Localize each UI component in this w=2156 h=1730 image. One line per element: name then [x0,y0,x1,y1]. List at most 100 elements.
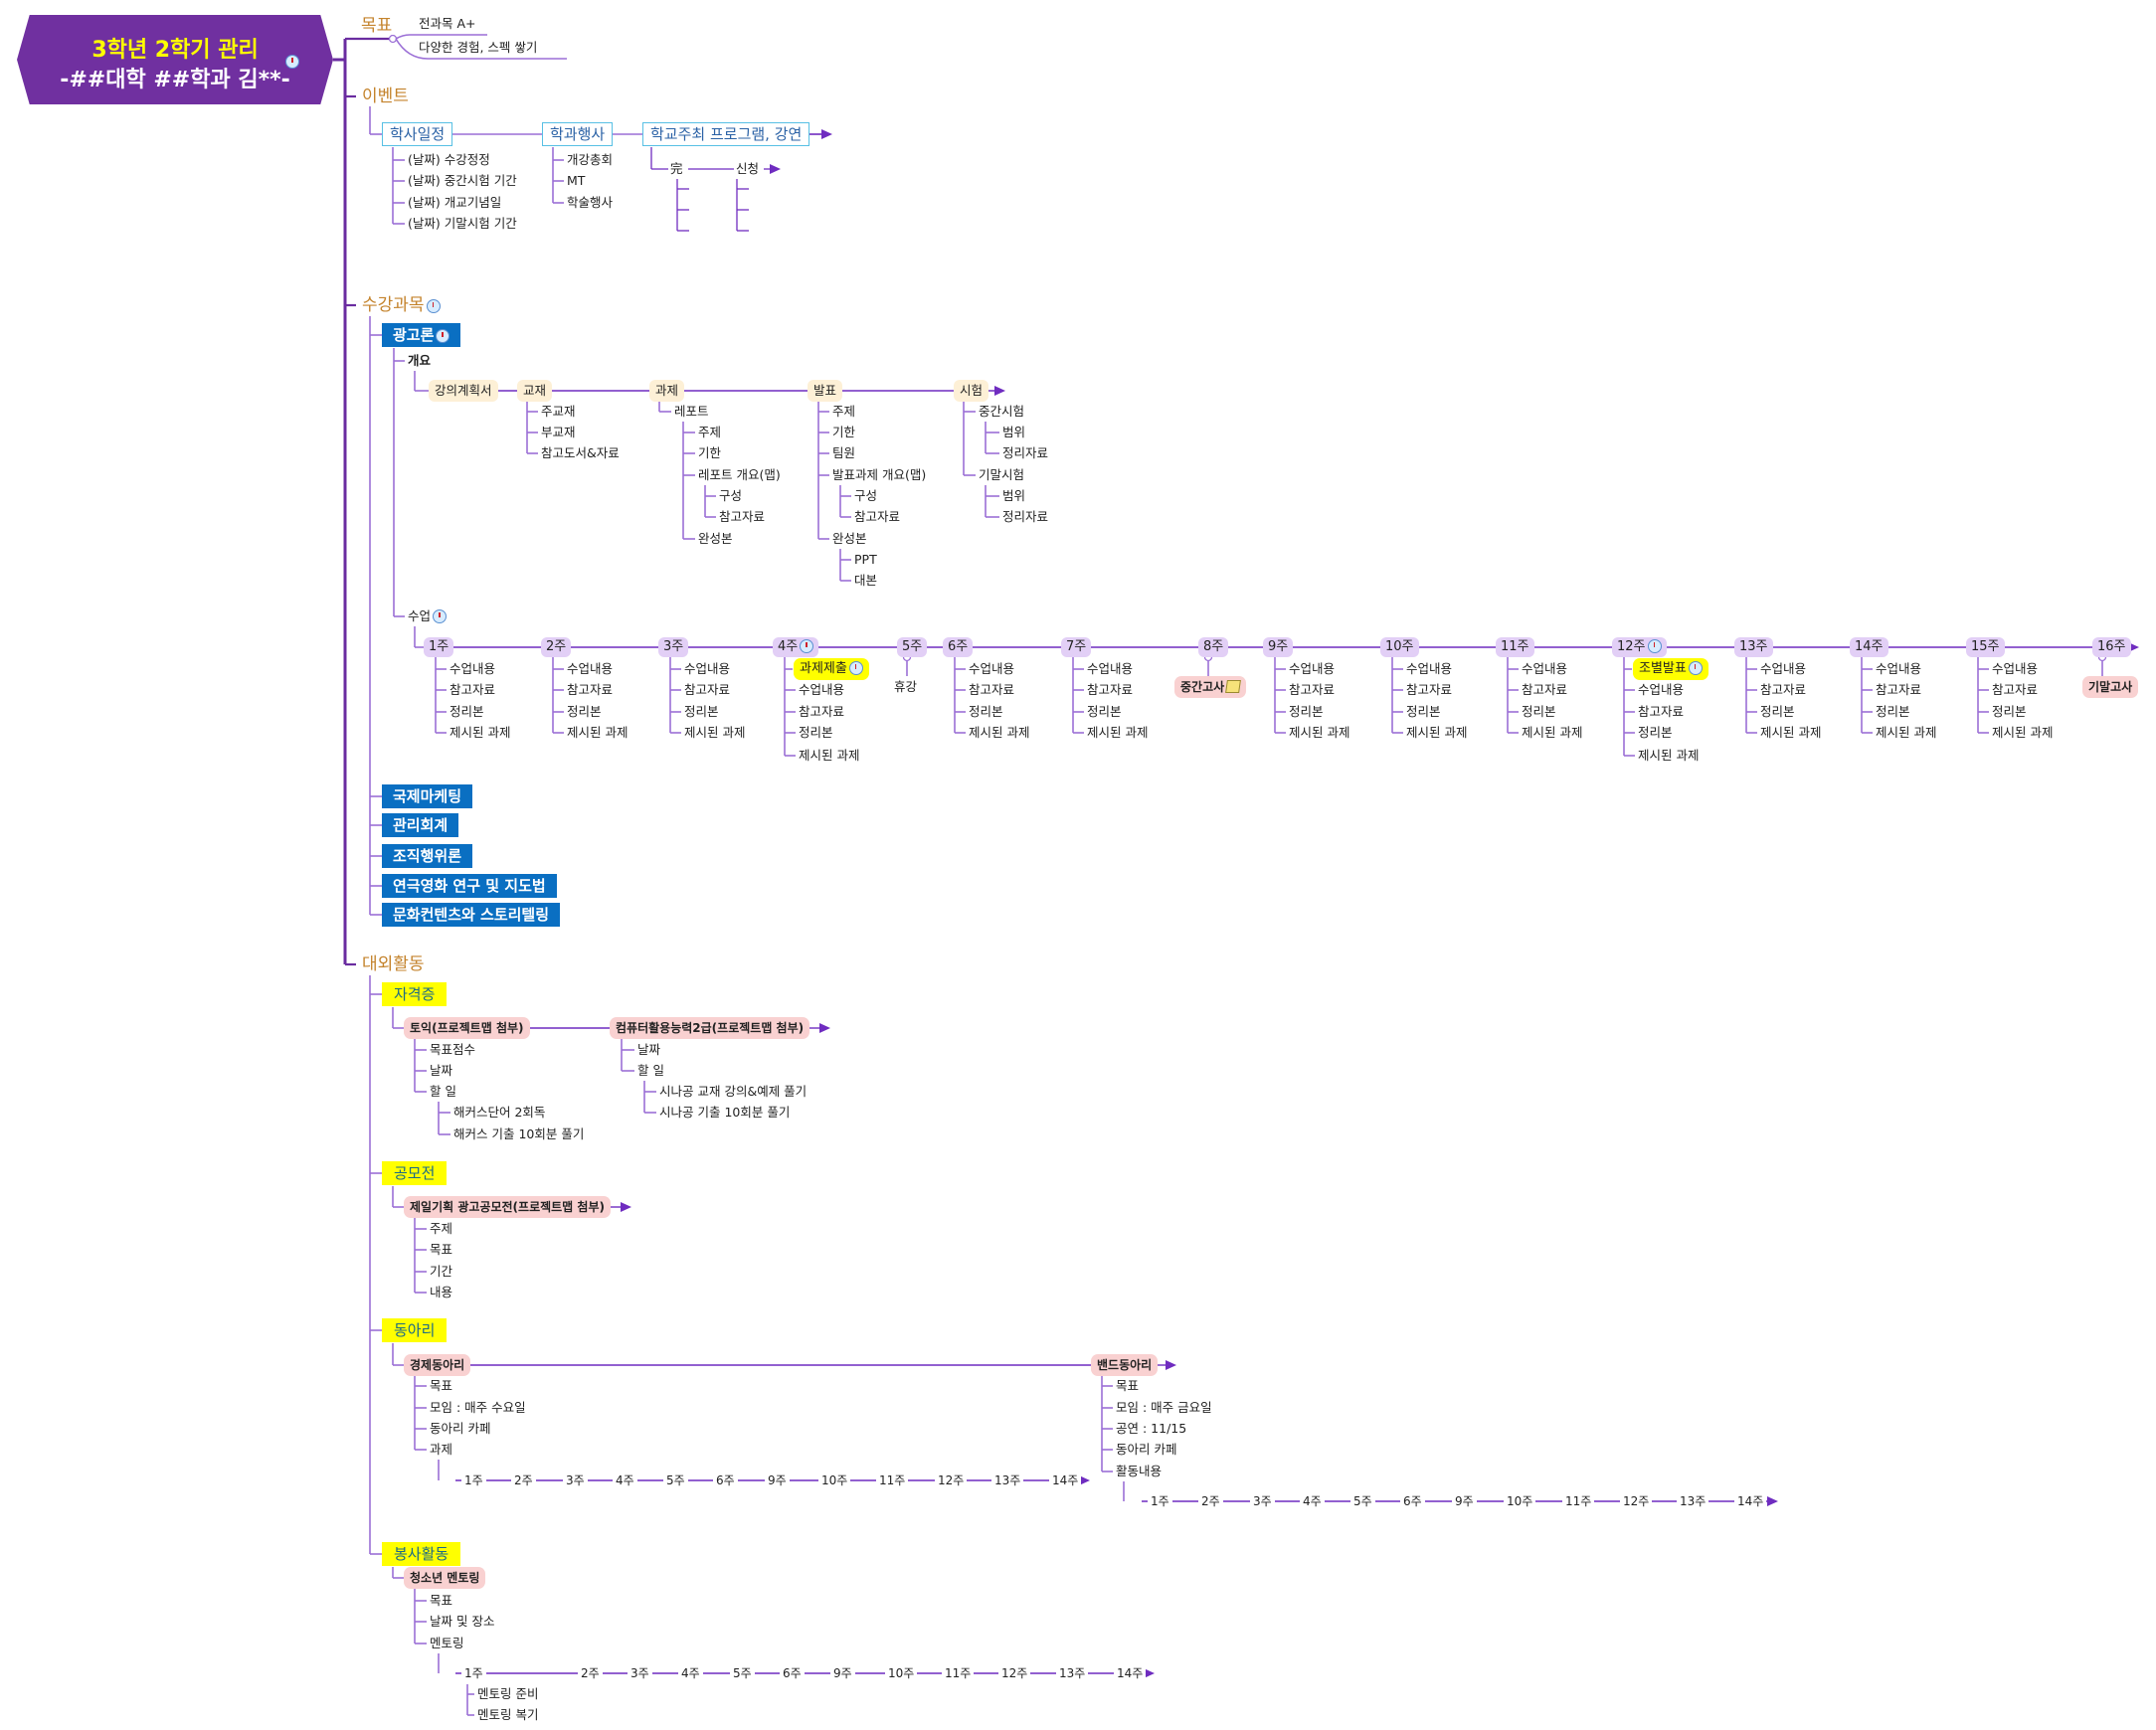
volunteer-node[interactable]: 봉사활동 [382,1542,461,1566]
econ-week[interactable]: 14주 [1049,1471,1082,1489]
mentoring-week[interactable]: 12주 [998,1664,1031,1682]
assignment-node[interactable]: 과제 [649,380,685,402]
goals-topic[interactable]: 목표 [359,17,395,35]
presentation-item[interactable]: 발표과제 개요(맵) [832,466,926,484]
week-item[interactable]: 제시된 과제 [684,724,745,742]
band-week[interactable]: 5주 [1350,1492,1375,1510]
week-item[interactable]: 참고자료 [1087,681,1133,699]
courses-topic[interactable]: 수강과목 [360,296,443,314]
textbook-item[interactable]: 참고도서&자료 [541,444,620,462]
report-node[interactable]: 레포트 [674,403,709,421]
week-node[interactable]: 8주 [1198,637,1229,657]
week5-note[interactable]: 휴강 [894,678,917,696]
report-item[interactable]: 완성본 [698,530,733,548]
itq-item[interactable]: 날짜 [637,1041,660,1059]
econ-week[interactable]: 1주 [461,1471,486,1489]
week-item[interactable]: 제시된 과제 [1760,724,1821,742]
week-node[interactable]: 12주 [1612,637,1667,657]
exam-node[interactable]: 시험 [954,380,989,402]
week-node[interactable]: 10주 [1380,637,1419,657]
course-item[interactable]: 관리회계 [382,813,459,837]
course-item[interactable]: 연극영화 연구 및 지도법 [382,874,557,898]
expand-arrow-icon[interactable] [819,1023,830,1033]
econ-week[interactable]: 12주 [935,1471,968,1489]
course-advertising[interactable]: 광고론 [382,323,461,347]
school-apply[interactable]: 신청 [736,160,759,178]
mentoring-week[interactable]: 14주 [1114,1664,1147,1682]
mentoring-week[interactable]: 13주 [1056,1664,1089,1682]
event-dept[interactable]: 학과행사 [542,122,614,146]
week-item[interactable]: 정리본 [969,703,1003,721]
week-item[interactable]: 정리본 [1992,703,2027,721]
presentation-final-item[interactable]: PPT [854,551,877,569]
expand-arrow-icon[interactable] [1079,1475,1090,1485]
week-item[interactable]: 제시된 과제 [1289,724,1349,742]
week-item[interactable]: 참고자료 [1760,681,1806,699]
week-node[interactable]: 5주 [897,637,928,657]
week-item[interactable]: 정리본 [799,724,833,742]
textbook-node[interactable]: 교재 [517,380,553,402]
week-item[interactable]: 정리본 [567,703,602,721]
week-node[interactable]: 7주 [1061,637,1092,657]
presentation-item[interactable]: 주제 [832,403,855,421]
week-item[interactable]: 수업내용 [1522,660,1567,678]
presentation-outline-item[interactable]: 구성 [854,487,877,505]
band-week[interactable]: 11주 [1562,1492,1595,1510]
mentoring-week[interactable]: 3주 [628,1664,652,1682]
econ-club-item[interactable]: 모임 : 매주 수요일 [430,1399,526,1417]
report-outline-item[interactable]: 구성 [719,487,742,505]
week-item[interactable]: 정리본 [1087,703,1122,721]
collapse-handle[interactable] [388,34,398,44]
week-item[interactable]: 수업내용 [449,660,495,678]
presentation-item[interactable]: 팀원 [832,444,855,462]
academic-item[interactable]: (날짜) 중간시험 기간 [408,172,517,190]
band-club-item[interactable]: 모임 : 매주 금요일 [1116,1399,1212,1417]
band-week[interactable]: 13주 [1677,1492,1709,1510]
week-item[interactable]: 제시된 과제 [1522,724,1582,742]
band-club-item[interactable]: 동아리 카페 [1116,1441,1176,1459]
academic-item[interactable]: (날짜) 기말시험 기간 [408,215,517,233]
econ-club-item[interactable]: 목표 [430,1377,452,1395]
week-item[interactable]: 참고자료 [799,703,844,721]
academic-item[interactable]: (날짜) 수강정정 [408,151,490,169]
activities-topic[interactable]: 대외활동 [360,955,427,973]
mentoring-week1-item[interactable]: 멘토링 복기 [477,1706,538,1724]
report-item[interactable]: 기한 [698,444,721,462]
week-item[interactable]: 정리본 [1760,703,1795,721]
itq-item[interactable]: 할 일 [637,1062,664,1080]
report-item[interactable]: 레포트 개요(맵) [698,466,781,484]
report-outline-item[interactable]: 참고자료 [719,508,765,526]
expand-arrow-icon[interactable] [621,1202,631,1212]
dept-item[interactable]: 개강총회 [567,151,613,169]
final-exam-item[interactable]: 범위 [1002,487,1025,505]
week-item[interactable]: 수업내용 [799,681,844,699]
band-club-item[interactable]: 활동내용 [1116,1463,1162,1480]
midterm-item[interactable]: 정리자료 [1002,444,1048,462]
band-week[interactable]: 4주 [1300,1492,1325,1510]
band-week[interactable]: 2주 [1198,1492,1223,1510]
contest-node[interactable]: 공모전 [382,1161,448,1185]
econ-week[interactable]: 4주 [613,1471,637,1489]
week-item[interactable]: 제시된 과제 [1876,724,1936,742]
expand-arrow-icon[interactable] [1144,1668,1155,1678]
contest-item[interactable]: 목표 [430,1241,452,1259]
week-item[interactable]: 정리본 [684,703,719,721]
toeic-node[interactable]: 토익(프로젝트맵 첨부) [404,1017,530,1039]
week-item[interactable]: 참고자료 [1522,681,1567,699]
mentoring-item[interactable]: 목표 [430,1592,452,1610]
toeic-todo[interactable]: 해커스단어 2회독 [453,1104,545,1122]
cert-node[interactable]: 자격증 [382,982,448,1006]
week-item[interactable]: 제시된 과제 [1638,747,1699,765]
week-node[interactable]: 13주 [1734,637,1773,657]
week-item[interactable]: 참고자료 [969,681,1014,699]
club-node[interactable]: 동아리 [382,1318,448,1342]
expand-arrow-icon[interactable] [1767,1496,1778,1506]
week-item[interactable]: 참고자료 [1406,681,1452,699]
itq-node[interactable]: 컴퓨터활용능력2급(프로젝트맵 첨부) [610,1017,810,1039]
presentation-final-item[interactable]: 대본 [854,572,877,590]
week-item[interactable]: 수업내용 [1876,660,1921,678]
econ-week[interactable]: 5주 [663,1471,688,1489]
week-item[interactable]: 제시된 과제 [969,724,1029,742]
week-item[interactable]: 수업내용 [1087,660,1133,678]
band-club-item[interactable]: 목표 [1116,1377,1139,1395]
